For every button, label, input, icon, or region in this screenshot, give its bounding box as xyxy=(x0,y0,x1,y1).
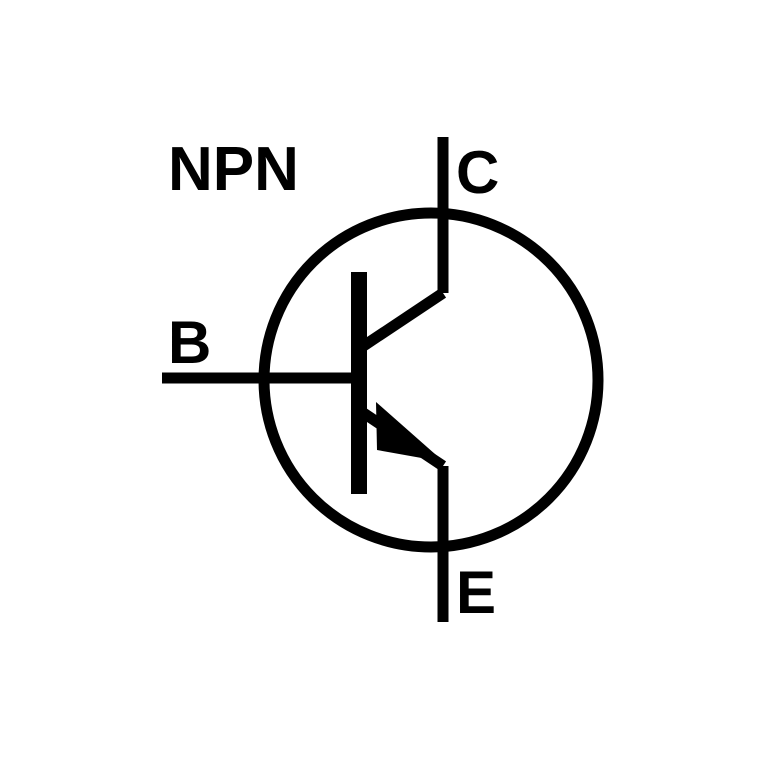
terminal-label-base: B xyxy=(168,309,211,376)
emitter-arrow-head xyxy=(376,402,444,462)
terminal-label-emitter: E xyxy=(456,559,496,626)
collector-diagonal xyxy=(358,288,447,352)
terminal-label-collector: C xyxy=(456,139,499,206)
device-type-label: NPN xyxy=(168,135,299,204)
